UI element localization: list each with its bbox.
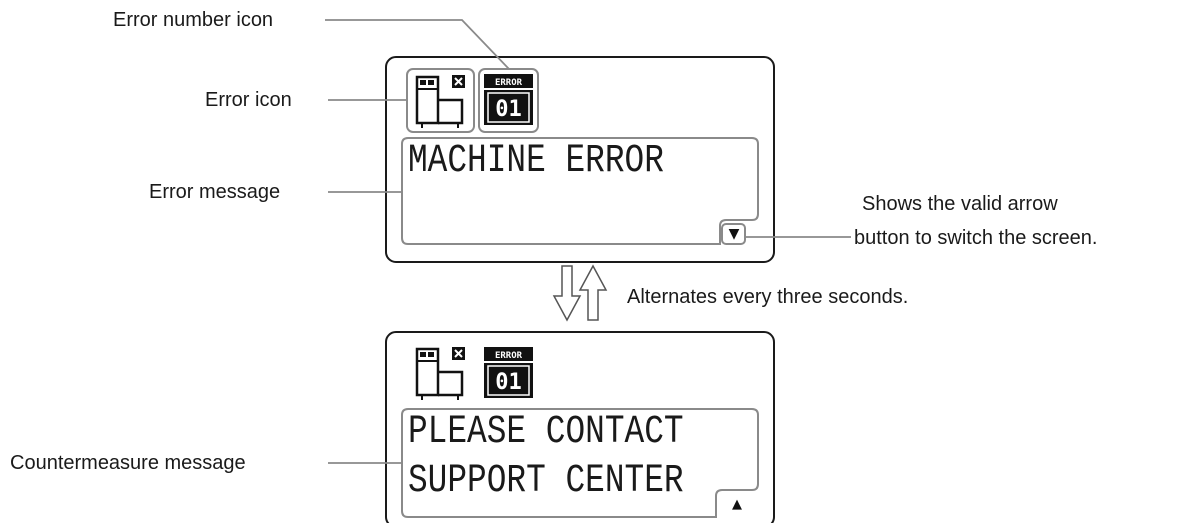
screen1-error-message: MACHINE ERROR: [408, 139, 664, 184]
callout-arrow-note-line1: Shows the valid arrow: [862, 193, 1058, 215]
screen2-error-number-icon: ERROR 01: [484, 347, 533, 398]
screen1-frame: [385, 56, 775, 263]
screen1-error-badge-label: ERROR: [495, 78, 523, 88]
screen2-message-line2: SUPPORT CENTER: [408, 459, 684, 504]
leader-error-number-icon: [325, 19, 510, 70]
screen2-error-icon: [415, 347, 465, 400]
screen1-message-box: [401, 137, 759, 245]
screen2-message-box: [401, 408, 759, 518]
callout-countermeasure-message: Countermeasure message: [10, 452, 246, 474]
screen1-arrow-box: [721, 223, 746, 245]
screen1-error-number: 01: [495, 97, 522, 122]
screen1-error-number-icon: ERROR 01: [484, 74, 533, 125]
screen2-up-arrow-icon: ▲: [732, 497, 742, 512]
screen2-error-number: 01: [495, 370, 522, 395]
callout-error-icon: Error icon: [205, 89, 292, 111]
screen2-error-badge-label: ERROR: [495, 351, 523, 361]
alternate-arrows-icon: [552, 264, 608, 322]
callout-arrow-note-line2: button to switch the screen.: [854, 227, 1098, 249]
callout-error-number-icon: Error number icon: [113, 9, 274, 31]
screen1-error-icon: [415, 75, 465, 128]
callout-alternates: Alternates every three seconds.: [627, 286, 909, 308]
screen2-frame: [385, 331, 775, 523]
screen2-message-line1: PLEASE CONTACT: [408, 410, 684, 455]
callout-error-message: Error message: [149, 181, 281, 203]
screen1-down-arrow-icon: ▼: [728, 226, 740, 242]
